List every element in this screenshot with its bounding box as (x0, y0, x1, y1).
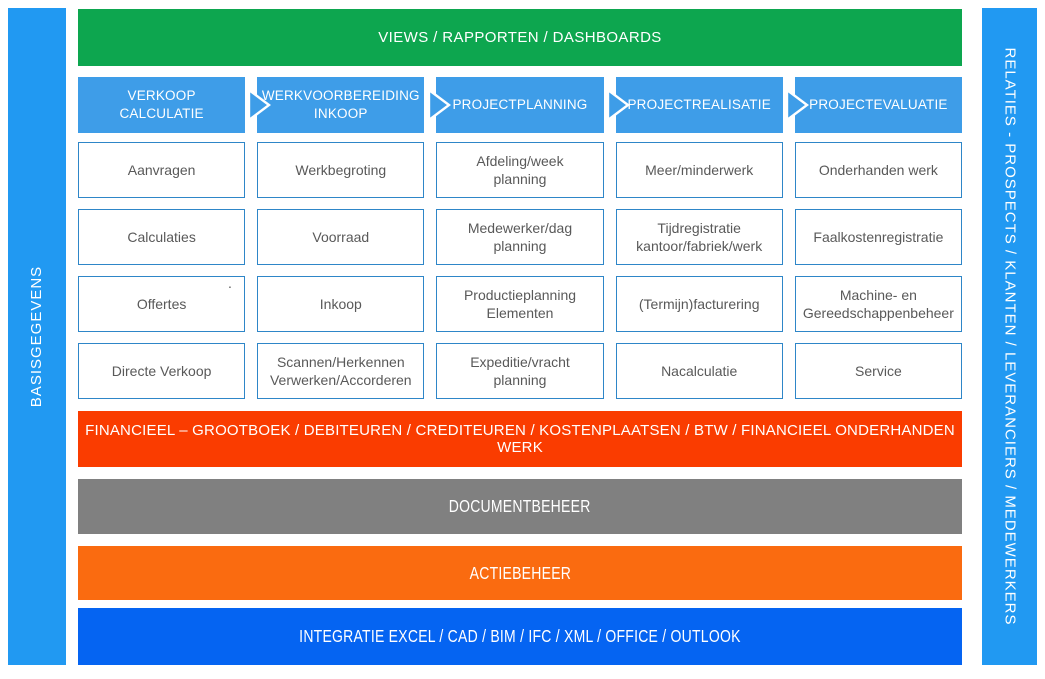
actiebeheer-band: ACTIEBEHEER (78, 546, 962, 600)
module-scannen-herkennen: Scannen/Herkennen Verwerken/Accorderen (257, 343, 425, 399)
financieel-band: FINANCIEEL – GROOTBOEK / DEBITEUREN / CR… (78, 411, 962, 467)
documentbeheer-label: DOCUMENTBEHEER (449, 496, 591, 516)
module-machine-gereedschappenbeheer: Machine- en Gereedschappenbeheer (794, 276, 962, 332)
process-header-row: VERKOOP CALCULATIE WERKVOORBEREIDING INK… (78, 77, 962, 133)
module-faalkostenregistratie: Faalkostenregistratie (794, 209, 962, 265)
module-aanvragen: Aanvragen (78, 142, 246, 198)
module-meer-minderwerk: Meer/minderwerk (615, 142, 783, 198)
documentbeheer-band: DOCUMENTBEHEER (78, 479, 962, 534)
module-offertes: Offertes (78, 276, 246, 332)
flow-arrow-icon (785, 88, 809, 122)
actiebeheer-label: ACTIEBEHEER (469, 562, 571, 583)
integratie-label: INTEGRATIE EXCEL / CAD / BIM / IFC / XML… (299, 626, 741, 646)
module-medewerker-dag-planning: Medewerker/dag planning (436, 209, 604, 265)
relaties-label: RELATIES - PROSPECTS / KLANTEN / LEVERAN… (1001, 47, 1019, 626)
module-onderhanden-werk: Onderhanden werk (794, 142, 962, 198)
module-werkbegroting: Werkbegroting (257, 142, 425, 198)
flow-arrow-icon (247, 88, 271, 122)
module-productieplanning-elementen: Productieplanning Elementen (436, 276, 604, 332)
module-calculaties: Calculaties (78, 209, 246, 265)
integratie-band: INTEGRATIE EXCEL / CAD / BIM / IFC / XML… (78, 608, 962, 665)
module-service: Service (794, 343, 962, 399)
module-expeditie-vracht-planning: Expeditie/vracht planning (436, 343, 604, 399)
basisgegevens-sidebar: BASISGEGEVENS (8, 8, 66, 665)
main-diagram-area: VIEWS / RAPPORTEN / DASHBOARDS VERKOOP C… (78, 0, 962, 679)
basisgegevens-label: BASISGEGEVENS (28, 265, 46, 408)
views-rapporten-dashboards-label: VIEWS / RAPPORTEN / DASHBOARDS (378, 29, 662, 46)
flow-arrow-icon (427, 88, 451, 122)
header-projectevaluatie: PROJECTEVALUATIE (794, 77, 962, 133)
views-rapporten-dashboards-band: VIEWS / RAPPORTEN / DASHBOARDS (78, 9, 962, 66)
stray-dot: . (228, 275, 232, 291)
relaties-sidebar: RELATIES - PROSPECTS / KLANTEN / LEVERAN… (982, 8, 1037, 665)
header-werkvoorbereiding-inkoop: WERKVOORBEREIDING INKOOP (257, 77, 425, 133)
header-verkoop-calculatie: VERKOOP CALCULATIE (78, 77, 246, 133)
header-projectplanning: PROJECTPLANNING (436, 77, 604, 133)
header-projectrealisatie: PROJECTREALISATIE (615, 77, 783, 133)
module-inkoop: Inkoop (257, 276, 425, 332)
module-voorraad: Voorraad (257, 209, 425, 265)
flow-arrow-icon (606, 88, 630, 122)
module-afdeling-week-planning: Afdeling/week planning (436, 142, 604, 198)
module-tijdregistratie: Tijdregistratie kantoor/fabriek/werk (615, 209, 783, 265)
module-directe-verkoop: Directe Verkoop (78, 343, 246, 399)
financieel-label: FINANCIEEL – GROOTBOEK / DEBITEUREN / CR… (85, 422, 955, 456)
module-nacalculatie: Nacalculatie (615, 343, 783, 399)
module-termijn-facturering: (Termijn)facturering (615, 276, 783, 332)
module-grid: Aanvragen Calculaties Offertes Directe V… (78, 142, 962, 399)
